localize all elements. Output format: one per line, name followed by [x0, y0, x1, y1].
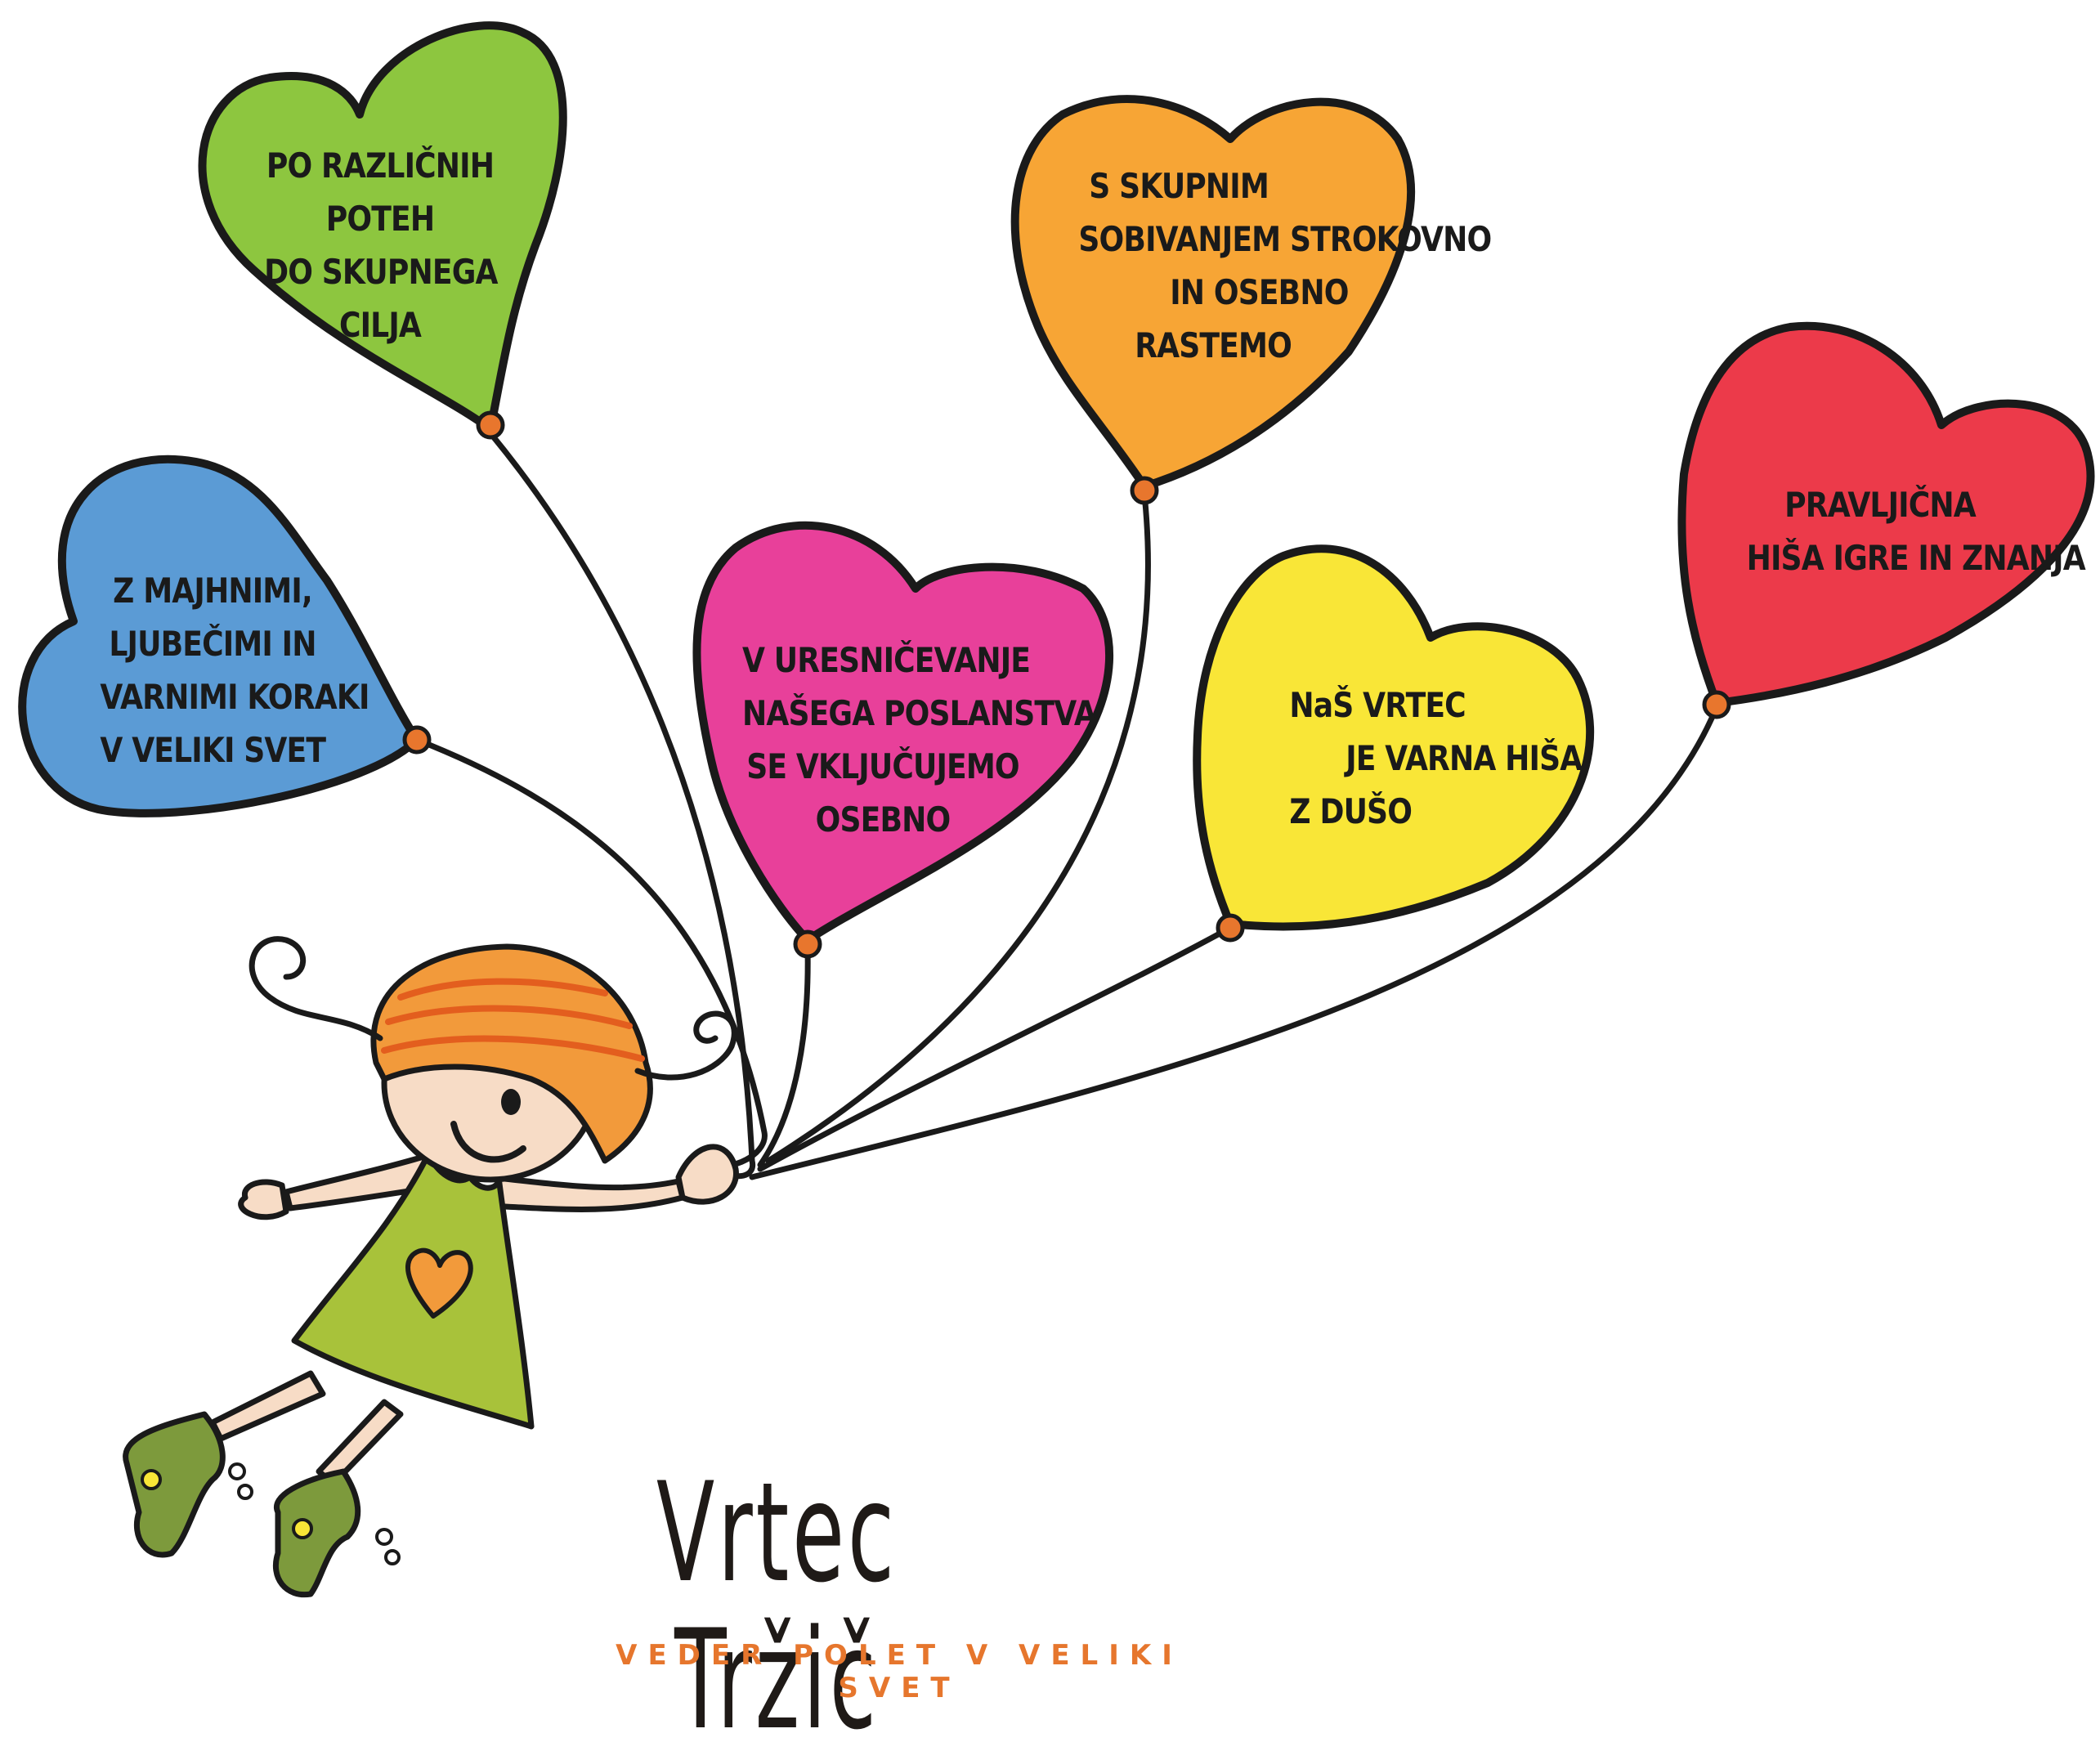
- string-orange: [765, 491, 1151, 1164]
- balloon-text-red: PRAVLJIČNA HIŠA IGRE IN ZNANJA: [1746, 478, 2086, 584]
- balloon-text-line: DO SKUPNEGA: [264, 252, 498, 292]
- balloons: [18, 21, 2095, 944]
- balloon-text-line: JE VARNA HIŠA: [1346, 738, 1583, 778]
- illustration: [18, 21, 2095, 1598]
- balloon-text-line: NaŠ VRTEC: [1289, 685, 1466, 725]
- string-red: [749, 704, 1720, 1180]
- balloon-text-line: V URESNIČEVANJE: [742, 640, 1031, 680]
- balloon-text-pink: V URESNIČEVANJE NAŠEGA POSLANSTVA SE VKL…: [742, 634, 1097, 846]
- balloon-red: [1677, 321, 2095, 707]
- brand-title: Vrtec Tržič: [656, 1453, 898, 1760]
- balloon-text-yellow: NaŠ VRTEC JE VARNA HIŠA Z DUŠO: [1283, 678, 1583, 838]
- balloon-text-line: NAŠEGA POSLANSTVA: [742, 693, 1097, 733]
- balloon-text-line: OSEBNO: [815, 799, 951, 840]
- balloon-text-line: POTEH: [325, 199, 435, 239]
- string-green: [487, 430, 756, 1180]
- heart-on-dress-icon: [405, 1247, 473, 1319]
- balloon-girl-drawing: [18, 21, 2095, 1598]
- girl-left-boot: [123, 1411, 226, 1558]
- girl-right-boot: [272, 1468, 361, 1598]
- string-yellow: [757, 925, 1234, 1172]
- girl-left-hand: [238, 1179, 289, 1220]
- brand-tagline: VEDER POLET V VELIKI SVET: [616, 1639, 1183, 1704]
- balloon-text-blue: Z MAJHNIMI, LJUBEČIMI IN VARNIMI KORAKI …: [100, 564, 369, 777]
- balloon-text-line: RASTEMO: [1135, 325, 1292, 365]
- hair-curl-left: [249, 936, 383, 1041]
- balloon-text-line: S SKUPNIM: [1089, 166, 1269, 206]
- girl-smile: [450, 1121, 526, 1163]
- balloon-yellow: [1193, 544, 1595, 931]
- girl-left-leg: [209, 1370, 326, 1442]
- balloon-text-line: Z MAJHNIMI,: [113, 571, 313, 611]
- string-pink: [757, 945, 811, 1168]
- balloon-text-line: SOBIVANJEM STROKOVNO: [1078, 219, 1492, 259]
- girl: [123, 936, 739, 1598]
- balloon-blue: [18, 455, 421, 817]
- balloon-text-orange: S SKUPNIM SOBIVANJEM STROKOVNO IN OSEBNO…: [1064, 159, 1492, 372]
- balloon-text-line: LJUBEČIMI IN: [109, 624, 316, 664]
- balloon-knots: [402, 410, 1731, 959]
- balloon-orange: [1010, 95, 1416, 490]
- balloon-green: [198, 21, 567, 433]
- balloon-text-line: HIŠA IGRE IN ZNANJA: [1746, 538, 2086, 578]
- balloon-text-line: CILJA: [338, 305, 422, 345]
- girl-hair: [370, 943, 653, 1164]
- girl-right-arm: [487, 1174, 686, 1212]
- balloon-text-line: PO RAZLIČNIH: [266, 146, 495, 186]
- girl-eye: [501, 1089, 521, 1115]
- string-blue: [414, 737, 768, 1169]
- balloon-pink: [692, 521, 1113, 944]
- girl-right-hand: [675, 1144, 739, 1205]
- balloon-text-line: IN OSEBNO: [1170, 272, 1349, 312]
- balloon-text-line: PRAVLJIČNA: [1784, 485, 1977, 525]
- balloon-strings: [414, 430, 1720, 1180]
- balloon-text-line: V VELIKI SVET: [100, 730, 326, 770]
- hair-stripes: [381, 978, 645, 1062]
- hair-curl-right: [634, 1010, 737, 1081]
- balloon-text-green: PO RAZLIČNIH POTEH DO SKUPNEGA CILJA: [264, 139, 498, 352]
- balloon-text-line: Z DUŠO: [1289, 791, 1413, 831]
- balloon-text-line: VARNIMI KORAKI: [100, 677, 369, 717]
- balloon-text-line: SE VKLJUČUJEMO: [746, 746, 1019, 786]
